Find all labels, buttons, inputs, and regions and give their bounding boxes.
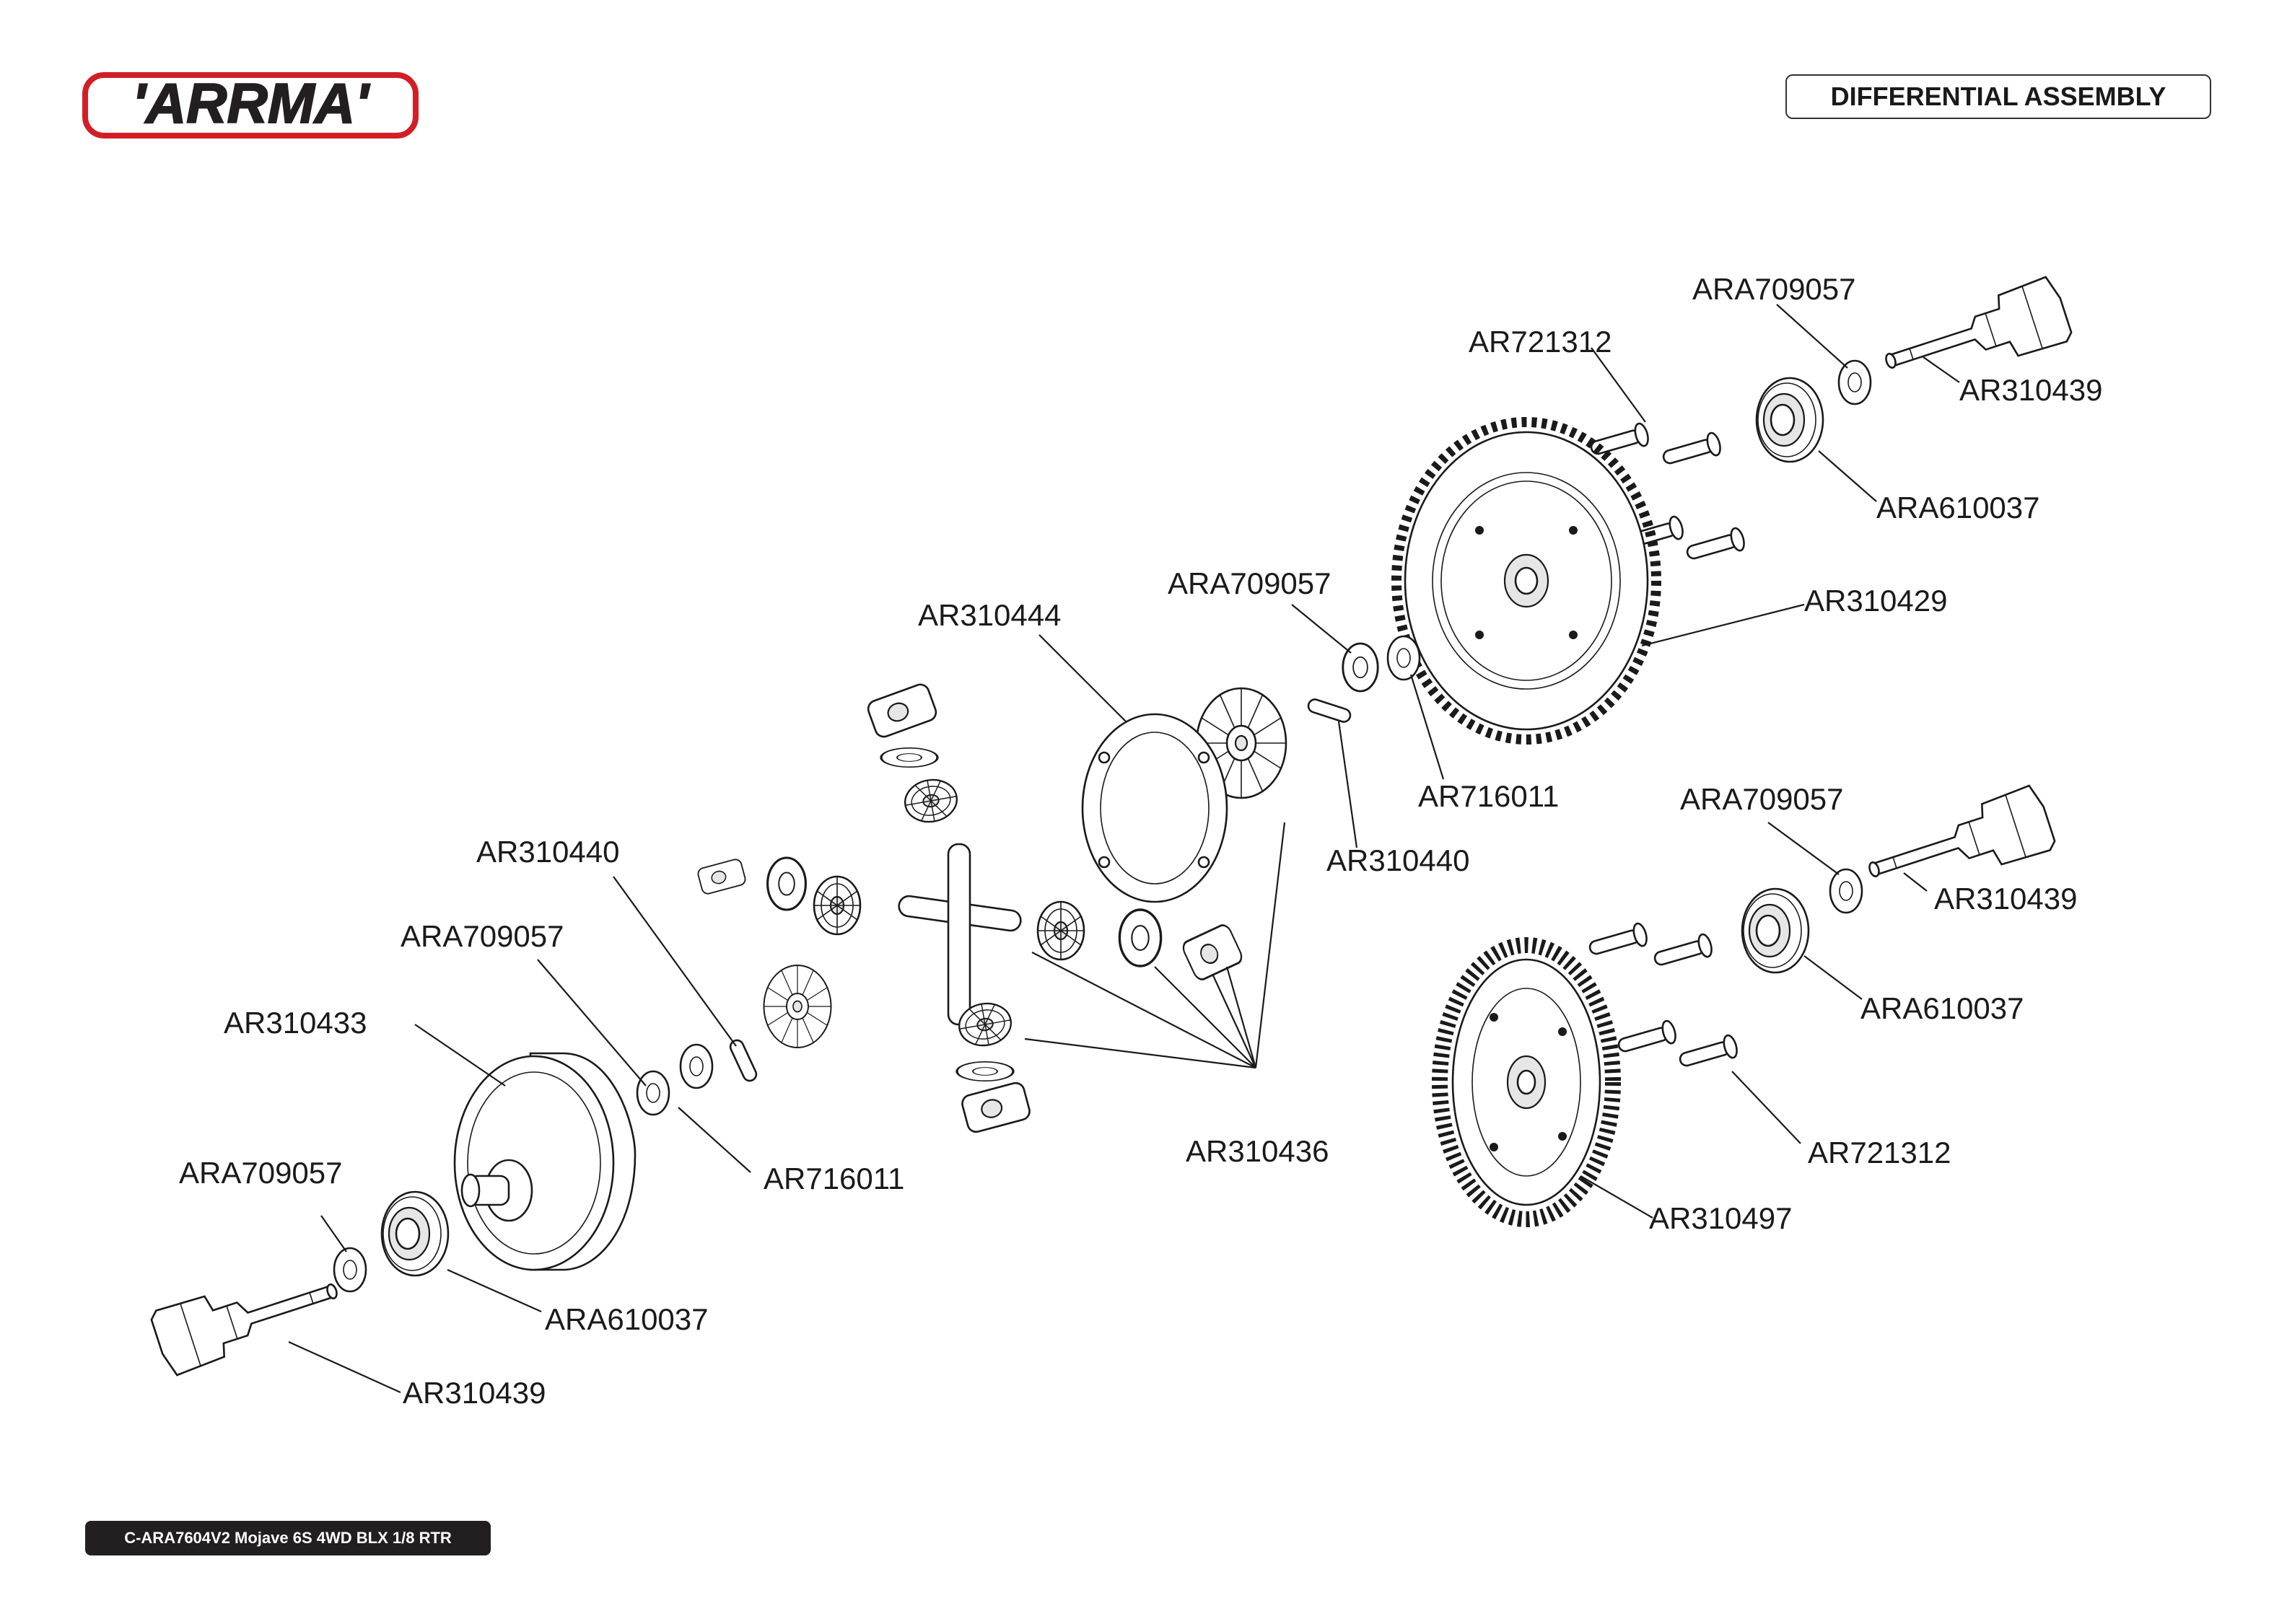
screw-part (1676, 1032, 1741, 1074)
screw-part (1683, 525, 1748, 566)
washer-part (1118, 908, 1163, 967)
arrma-logo: 'ARRMA' (82, 71, 419, 139)
washer-part (1829, 868, 1863, 914)
part-label: ARA610037 (1860, 991, 2024, 1025)
part-label: AR310440 (476, 835, 620, 869)
part-label: ARA610037 (545, 1302, 709, 1336)
part-label: AR721312 (1469, 325, 1612, 359)
part-label: AR716011 (764, 1162, 904, 1195)
part-label: ARA610037 (1876, 491, 2040, 524)
cross-shaft-part (898, 843, 1022, 1026)
washer-part (1386, 635, 1421, 681)
gasket-part (1081, 713, 1228, 903)
model-footer: C-ARA7604V2 Mojave 6S 4WD BLX 1/8 RTR (85, 1521, 491, 1555)
part-label: ARA709057 (179, 1156, 343, 1190)
cross-block-part (1179, 921, 1246, 983)
part-label: ARA709057 (1680, 782, 1844, 816)
bearing-part (1755, 377, 1824, 463)
washer-part (333, 1247, 367, 1293)
svg-text:'ARRMA': 'ARRMA' (132, 71, 370, 135)
screw-part (1587, 421, 1652, 462)
part-label: AR716011 (1418, 779, 1559, 813)
part-label: AR310439 (403, 1376, 546, 1410)
part-label: AR310439 (1959, 373, 2103, 407)
cross-block-part (865, 681, 940, 740)
part-label: AR721312 (1808, 1136, 1951, 1169)
outdrive-part (148, 1255, 347, 1379)
part-label: ARA709057 (401, 919, 564, 953)
washer-part (1837, 359, 1872, 405)
part-label: AR310429 (1804, 584, 1948, 618)
part-label: AR310433 (224, 1006, 367, 1040)
part-label: AR310497 (1649, 1201, 1793, 1235)
screw-part (1659, 430, 1724, 471)
washer-part (880, 747, 939, 768)
part-label: AR310436 (1186, 1134, 1329, 1168)
washer-part (679, 1043, 714, 1089)
washer-part (766, 856, 807, 911)
small-gear-part (901, 775, 961, 827)
part-label: ARA709057 (1168, 566, 1331, 600)
screw-part (1650, 931, 1715, 973)
washer-part (955, 1061, 1015, 1082)
washer-part (636, 1070, 670, 1116)
part-label: AR310444 (918, 598, 1062, 632)
ring-gear-part (1432, 937, 1621, 1227)
spur-gear-part (1391, 417, 1661, 745)
screw-part (1586, 921, 1650, 962)
bearing-part (380, 1190, 450, 1277)
cross-block-part (696, 857, 748, 896)
pin-part (729, 1039, 758, 1082)
leader-lines (288, 304, 1960, 1394)
cross-block-part (959, 1080, 1033, 1135)
bevel-gear-part (763, 965, 832, 1048)
diff-case-part (453, 1052, 637, 1271)
small-gear-part (813, 875, 862, 936)
screw-part (1614, 1018, 1679, 1059)
section-title: DIFFERENTIAL ASSEMBLY (1785, 74, 2211, 119)
part-label: AR310440 (1326, 843, 1470, 877)
part-label: AR310439 (1934, 882, 2078, 916)
small-gear-part (1036, 900, 1085, 961)
pin-part (1307, 698, 1352, 723)
bearing-part (1741, 887, 1810, 974)
part-label: ARA709057 (1692, 272, 1856, 306)
